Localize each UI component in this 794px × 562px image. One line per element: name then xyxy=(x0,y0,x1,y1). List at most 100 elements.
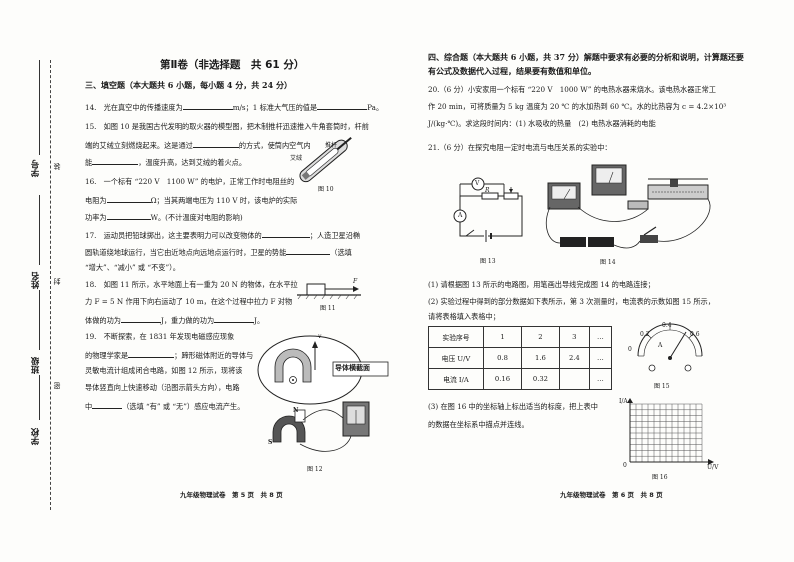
data-table: 实验序号 1 2 3 … 电压 U/V 0.8 1.6 2.4 … 电流 I/A… xyxy=(428,326,613,390)
fig12-callout-label: 导体横截面 xyxy=(335,364,370,372)
fig16-x-label: U/V xyxy=(707,464,719,471)
table-cell: 2.4 xyxy=(558,347,590,369)
table-cell: 0.16 xyxy=(483,368,522,390)
table-row: 电压 U/V 0.8 1.6 2.4 … xyxy=(428,347,613,369)
question-21-part-3-line-1: (3) 在图 16 中的坐标轴上标出适当的标度，把上表中 xyxy=(428,402,598,411)
fig12-v-label: v xyxy=(318,333,322,340)
section-4-header-line-1: 四、综合题（本大题共 6 小题，共 37 分）解题中要求有必要的分析和说明，计算… xyxy=(428,52,744,62)
question-21-part-1: (1) 请根据图 13 所示的电路图，用笔画出导线完成图 14 的电路连接； xyxy=(428,280,655,289)
fig15-tick-04: 0.4 xyxy=(662,322,672,329)
binding-dashed-line xyxy=(50,60,51,510)
question-20-line-1: 20.（6 分）小安家用一个标有 “220 V 1000 W” 的电热水器来烧水… xyxy=(428,85,716,94)
question-16-line-1: 16. 一个标有 “220 V 1100 W” 的电炉，正常工作时电阻丝的 xyxy=(85,177,295,186)
question-19-line-1: 19. 不断探索，在 1831 年发现电磁感应现象 xyxy=(85,332,235,341)
question-21-part-3-line-2: 的数据在坐标系中描点并连线。 xyxy=(428,420,529,429)
question-21-line-1: 21.（6 分）在探究电阻一定时电流与电压关系的实验中： xyxy=(428,143,612,152)
fig16-origin: 0 xyxy=(623,462,627,469)
section-4-header-line-2: 有公式及数据代入过程，结果要有数值和单位。 xyxy=(428,66,596,76)
question-15-line-2: 端的艾绒立刻燃烧起来。这是通过的方式，使筒内空气内 xyxy=(85,139,311,150)
question-21-part-2-line-1: (2) 实验过程中得到的部分数据如下表所示，第 3 次测量时，电流表的示数如图 … xyxy=(428,297,715,306)
question-17-line-3: “增大”、“减小” 或 “不变”）。 xyxy=(85,263,180,272)
student-id-label: 学号 xyxy=(31,160,41,177)
fig11-caption: 图 11 xyxy=(320,305,336,312)
table-cell: 0.32 xyxy=(520,368,560,390)
q18-blank-1[interactable] xyxy=(120,314,161,323)
name-label: 姓名 xyxy=(31,272,41,289)
question-20-line-2: 作 20 min，可将质量为 5 kg 温度为 20 ℃ 的水加热到 60 ℃。… xyxy=(428,102,727,111)
fig13-caption: 图 13 xyxy=(480,258,496,265)
question-17-line-1: 17. 运动员把铅球掷出，这主要表明力可以改变物体的；人造卫星沿椭 xyxy=(85,229,361,240)
fig15-unit: A xyxy=(658,342,663,349)
fig12-caption: 图 12 xyxy=(307,466,323,473)
fig10-label-rod: 推杆 xyxy=(325,142,338,149)
q16-blank-2[interactable] xyxy=(106,211,151,220)
section-3-header: 三、填空题（本大题共 6 小题，每小题 4 分，共 24 分） xyxy=(85,80,292,90)
q17-blank-1[interactable] xyxy=(261,229,310,238)
q14-blank-1[interactable] xyxy=(182,101,233,110)
fig10-label-tinder: 艾绒 xyxy=(290,155,303,162)
table-cell: 3 xyxy=(558,326,590,348)
school-blank[interactable] xyxy=(39,375,40,420)
fig12-n-label: N xyxy=(293,407,299,414)
q17-blank-2[interactable] xyxy=(286,246,331,255)
fig16-caption: 图 16 xyxy=(652,474,668,481)
table-cell: … xyxy=(588,326,613,348)
table-cell: 实验序号 xyxy=(428,326,484,348)
fig11-force-label: F xyxy=(353,278,358,285)
question-19-line-3: 灵敏电流计组成闭合电路，如图 12 所示，现将该 xyxy=(85,366,243,375)
table-cell: 2 xyxy=(520,326,560,348)
figure-16-grid[interactable] xyxy=(622,398,714,470)
fig12-s-label: S xyxy=(268,439,273,446)
question-15-line-3: 能，温度升高，达到艾绒的着火点。 xyxy=(85,156,247,167)
fig14-caption: 图 14 xyxy=(600,259,616,266)
figure-15-ammeter-dial xyxy=(637,323,703,372)
student-id-blank[interactable] xyxy=(39,60,40,155)
q19-blank-2[interactable] xyxy=(92,400,123,409)
seal-char-2: 封 xyxy=(53,278,61,285)
table-cell: 电流 I/A xyxy=(428,368,484,390)
q15-blank-1[interactable] xyxy=(192,139,239,148)
q15-blank-2[interactable] xyxy=(92,156,139,165)
figure-13-circuit-diagram xyxy=(453,177,523,242)
class-label: 班级 xyxy=(31,357,41,374)
table-cell: 1 xyxy=(483,326,522,348)
name-blank[interactable] xyxy=(39,195,40,265)
figure-12-induction xyxy=(257,335,389,452)
question-20-line-3: J/(kg·℃)。求这段时间内：(1) 水吸收的热量 (2) 电热水器消耗的电能 xyxy=(428,119,656,128)
fig13-ammeter-label: A xyxy=(458,212,463,219)
fig13-voltmeter-label: V xyxy=(475,180,480,187)
fig10-caption: 图 10 xyxy=(318,186,334,193)
fig15-tick-02: 0.2 xyxy=(640,331,650,338)
q18-blank-2[interactable] xyxy=(214,314,255,323)
question-19-line-5: 中（选填 “有” 或 “无”）感应电流产生。 xyxy=(85,400,245,411)
question-18-line-1: 18. 如图 11 所示，水平地面上有一重为 20 N 的物体，在水平拉 xyxy=(85,280,298,289)
table-cell: 1.6 xyxy=(520,347,560,369)
question-18-line-2: 力 F = 5 N 作用下向右运动了 10 m，在这个过程中拉力 F 对物 xyxy=(85,297,293,306)
left-page-footer: 九年级物理试卷 第 5 页 共 8 页 xyxy=(180,491,283,499)
question-19-line-4: 导体竖直向上快速移动（沿图示箭头方向），电路 xyxy=(85,383,240,392)
fig15-caption: 图 15 xyxy=(654,383,670,390)
question-15-line-1: 15. 如图 10 是我国古代发明的取火器的模型图，把木制推杆迅速推入牛角套筒时… xyxy=(85,122,369,131)
part-title: 第Ⅱ卷（非选择题 共 61 分） xyxy=(160,59,305,71)
seal-char-1: 装 xyxy=(53,163,61,170)
fig13-resistor-label: R xyxy=(485,187,490,194)
table-cell: … xyxy=(588,347,613,369)
question-17-line-2: 圆轨道绕地球运行，当它由近地点向远地点运行时，卫星的势能（选填 xyxy=(85,246,352,257)
figure-10-fire-piston xyxy=(299,136,352,183)
table-header-row: 实验序号 1 2 3 … xyxy=(428,326,613,348)
q16-blank-1[interactable] xyxy=(106,194,151,203)
class-blank[interactable] xyxy=(39,290,40,350)
q14-blank-2[interactable] xyxy=(317,101,368,110)
fig15-tick-06: 0.6 xyxy=(690,331,700,338)
table-cell: … xyxy=(588,368,613,390)
answer-cell[interactable] xyxy=(558,368,590,390)
figure-14-apparatus xyxy=(546,164,711,249)
school-label: 学校 xyxy=(31,428,41,445)
seal-char-3: 密 xyxy=(53,382,61,389)
q19-blank-1[interactable] xyxy=(128,349,175,358)
